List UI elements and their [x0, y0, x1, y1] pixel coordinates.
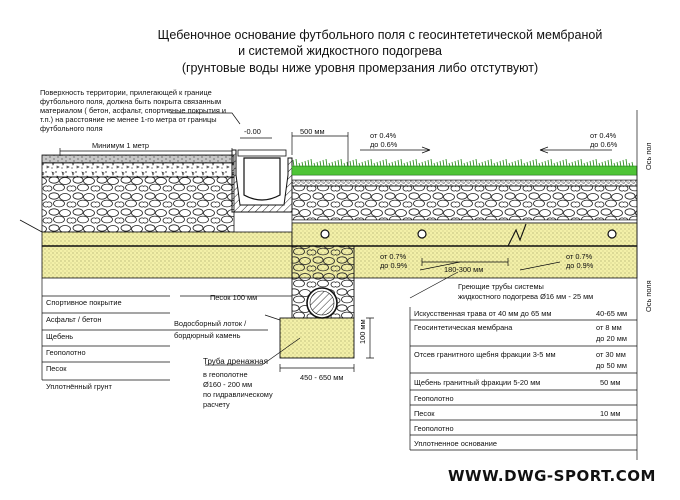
slope-a-from: от 0.4% — [370, 131, 397, 140]
title-line-3: (грунтовые воды ниже уровня промерзания … — [181, 61, 539, 75]
right-layer-2-name: Отсев гранитного щебня фракции 3-5 мм — [414, 350, 556, 359]
slope-d-to: до 0.9% — [566, 261, 594, 270]
left-layer-2: Щебень — [46, 332, 74, 341]
right-layer-1-name: Геосинтетическая мембрана — [414, 323, 513, 332]
boundary-note: Поверхность территории, прилегающей к гр… — [40, 88, 227, 133]
left-layer-5: Уплотнённый грунт — [46, 382, 112, 391]
slope-a-to: до 0.6% — [370, 140, 398, 149]
slope-d-from: от 0.7% — [566, 252, 593, 261]
slope-b-to: до 0.6% — [590, 140, 618, 149]
right-layer-0-name: Искусственная трава от 40 мм до 65 мм — [414, 309, 552, 318]
left-layer-3: Геополотно — [46, 348, 86, 357]
left-layer-1: Асфальт / бетон — [46, 315, 102, 324]
right-layer-6-name: Геополотно — [414, 424, 454, 433]
drainage-tray — [231, 149, 293, 213]
right-layer-0-value: 40-65 мм — [596, 309, 628, 318]
title-line-1: Щебеночное основание футбольного поля с … — [157, 28, 603, 42]
axis-label-bottom: Ось поля — [644, 280, 653, 312]
dim-depth-100: 100 мм — [358, 319, 367, 344]
drain-trench — [279, 245, 355, 359]
dim-500: 500 мм — [300, 127, 325, 136]
right-layer-4-name: Геополотно — [414, 394, 454, 403]
right-layer-3-name: Щебень гранитный фракции 5-20 мм — [414, 378, 541, 387]
dim-spacing: 180-300 мм — [444, 265, 484, 274]
right-layer-2-value-a: от 30 мм — [596, 350, 626, 359]
callout-heating-2: жидкостного подогрева Ø16 мм - 25 мм — [458, 292, 594, 301]
axis-label-top: Ось пол — [644, 142, 653, 170]
dim-min-1m: Минимум 1 метр — [92, 141, 150, 150]
watermark: WWW.DWG-SPORT.COM — [448, 467, 656, 485]
right-layer-5-name: Песок — [414, 409, 435, 418]
callout-sand-100: Песок 100 мм — [210, 293, 258, 302]
title-line-2: и системой жидкостного подогрева — [238, 44, 442, 58]
callout-drain-3: Ø160 - 200 мм — [203, 380, 253, 389]
dim-trench: 450 - 650 мм — [300, 373, 344, 382]
slope-b-from: от 0.4% — [590, 131, 617, 140]
right-layer-5-value: 10 мм — [600, 409, 621, 418]
callout-drain-2: в геополотне — [203, 370, 248, 379]
heating-pipes — [320, 223, 617, 247]
right-layer-1-value-b: до 20 мм — [596, 334, 627, 343]
slope-c-to: до 0.9% — [380, 261, 408, 270]
callout-drain-5: расчету — [203, 400, 230, 409]
left-layer-0: Спортивное покрытие — [46, 298, 122, 307]
right-layer-2-value-b: до 50 мм — [596, 361, 627, 370]
callout-tray-2: бордюрный камень — [174, 331, 241, 340]
callout-drain-1: Труба дренажная — [203, 357, 268, 366]
level-mark: -0.00 — [244, 127, 261, 136]
slope-c-from: от 0.7% — [380, 252, 407, 261]
right-layer-3-value: 50 мм — [600, 378, 621, 387]
left-layer-4: Песок — [46, 364, 67, 373]
callout-heating-1: Греющие трубы системы — [458, 282, 544, 291]
right-layer-1-value-a: от 8 мм — [596, 323, 622, 332]
callout-tray-1: Водосборный лоток / — [174, 319, 247, 328]
dimension-lines — [41, 110, 638, 460]
callout-drain-4: по гидравлическому — [203, 390, 273, 399]
right-layer-7-name: Уплотненное основание — [414, 439, 497, 448]
